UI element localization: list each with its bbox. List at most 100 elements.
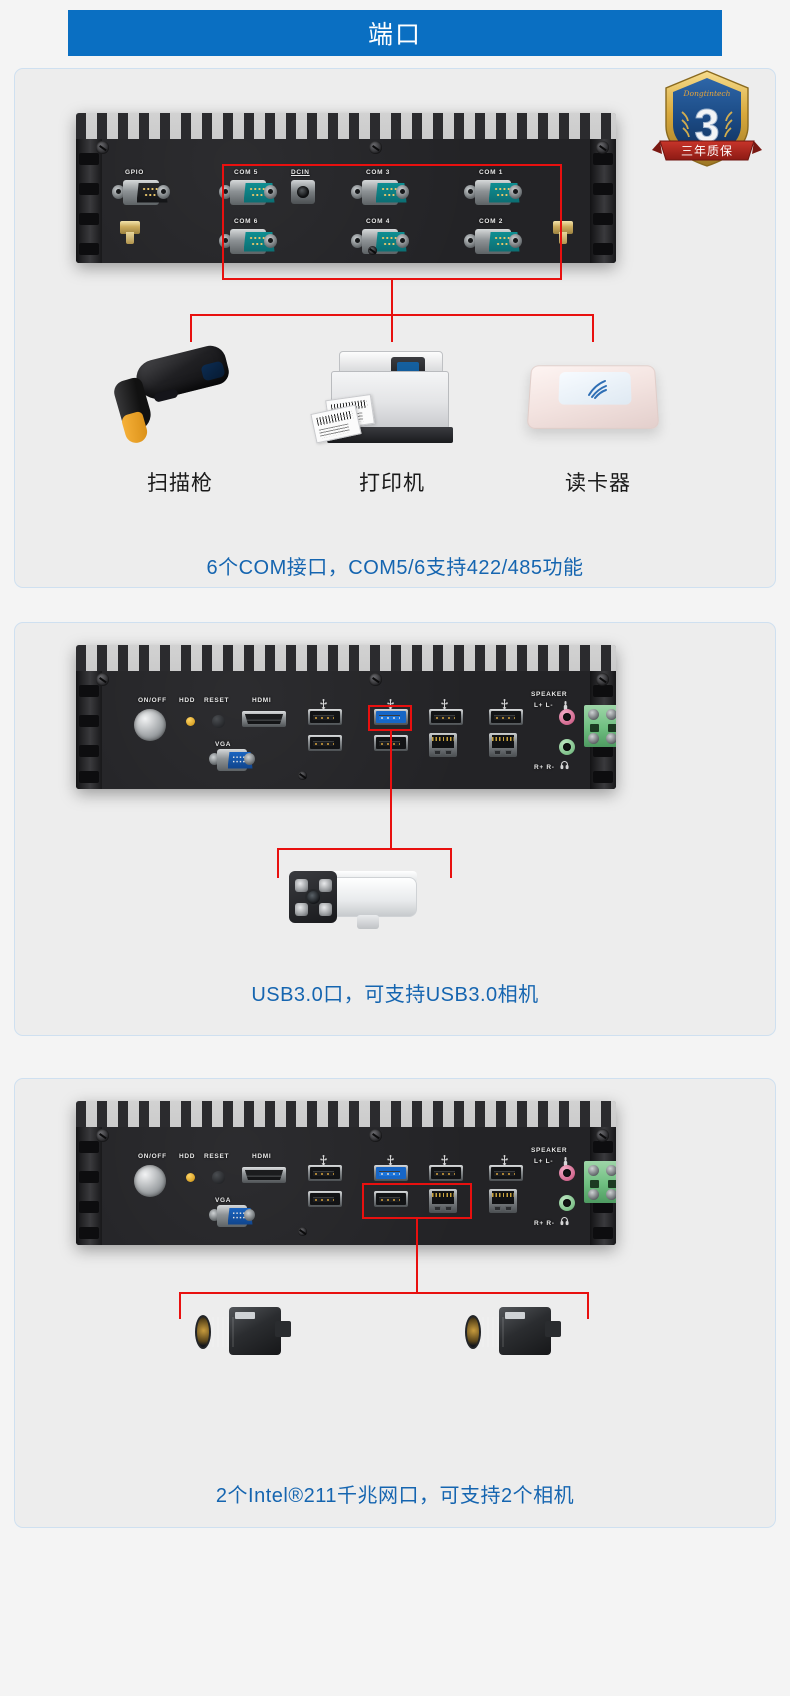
usb-icon bbox=[500, 1153, 509, 1166]
connector-line-from-lan bbox=[416, 1219, 418, 1294]
connector-line-vertical-center bbox=[391, 280, 393, 316]
com2-port bbox=[464, 229, 522, 254]
chassis-screw bbox=[369, 673, 382, 686]
chassis-screw bbox=[368, 246, 377, 255]
usb-icon bbox=[500, 697, 509, 710]
connector-line-to-scanner bbox=[190, 314, 192, 342]
com1-port bbox=[464, 180, 522, 205]
peripheral-ip-bullet-camera bbox=[285, 865, 435, 945]
power-button[interactable] bbox=[134, 1165, 166, 1197]
usb-icon bbox=[319, 697, 328, 710]
chassis-screw bbox=[298, 771, 307, 780]
connector-line-right-drop bbox=[450, 848, 452, 878]
port-label-speaker-left-polarity: L+ L- bbox=[534, 1158, 554, 1165]
device-front-io-panel: GPIO COM 5 DCIN COM 3 COM 1 COM 6 bbox=[76, 113, 616, 263]
port-label-speaker-right-polarity: R+ R- bbox=[534, 1220, 555, 1227]
peripheral-card-reader bbox=[523, 353, 673, 453]
panel-caption-lan: 2个Intel®211千兆网口，可支持2个相机 bbox=[215, 1485, 575, 1507]
hdmi-port bbox=[242, 711, 286, 727]
mic-jack bbox=[559, 709, 575, 725]
antenna-connector-left bbox=[120, 221, 140, 244]
port-label-speaker: SPEAKER bbox=[531, 1147, 568, 1154]
headphone-icon bbox=[560, 1214, 569, 1226]
chassis-right-rail bbox=[590, 139, 616, 263]
peripheral-box-camera-right bbox=[465, 1301, 575, 1381]
usb2-port-4 bbox=[489, 709, 523, 725]
mic-jack bbox=[559, 1165, 575, 1181]
port-label-speaker-right-polarity: R+ R- bbox=[534, 764, 555, 771]
port-label-speaker-left-polarity: L+ L- bbox=[534, 702, 554, 709]
panel-caption-usb3: USB3.0口，可支持USB3.0相机 bbox=[251, 984, 539, 1006]
usb3-port bbox=[374, 1165, 408, 1181]
headphone-icon bbox=[560, 758, 569, 770]
panel-caption-com: 6个COM接口，COM5/6支持422/485功能 bbox=[206, 557, 584, 579]
line-out-jack bbox=[559, 1195, 575, 1211]
badge-brand-text: Dongtintech bbox=[683, 89, 731, 98]
usb2-port-5 bbox=[308, 735, 342, 751]
peripheral-scanner bbox=[110, 342, 250, 457]
chassis-left-rail bbox=[76, 671, 102, 789]
chassis-screw bbox=[298, 1227, 307, 1236]
port-label-dcin: DCIN bbox=[291, 169, 310, 176]
audio-jack-icon bbox=[561, 699, 570, 712]
speaker-terminal-block bbox=[584, 705, 616, 747]
port-label-onoff: ON/OFF bbox=[138, 1153, 167, 1160]
chassis-screw bbox=[596, 673, 609, 686]
com6-port bbox=[219, 229, 277, 254]
usb2-port-1 bbox=[308, 709, 342, 725]
chassis-screw bbox=[369, 141, 382, 154]
port-label-com6: COM 6 bbox=[234, 218, 259, 225]
lan-port-1 bbox=[429, 733, 457, 757]
heatsink-fins bbox=[76, 113, 616, 139]
port-label-reset: RESET bbox=[204, 697, 230, 704]
vga-port bbox=[209, 749, 255, 771]
connector-line-from-usb3 bbox=[390, 731, 392, 850]
chassis-face bbox=[76, 671, 616, 789]
reset-button[interactable] bbox=[212, 715, 225, 728]
peripheral-box-camera-left bbox=[195, 1301, 305, 1381]
port-label-onoff: ON/OFF bbox=[138, 697, 167, 704]
port-label-hdd: HDD bbox=[179, 1153, 196, 1160]
chassis-screw bbox=[96, 1129, 109, 1142]
hdmi-port bbox=[242, 1167, 286, 1183]
badge-ribbon-text: 三年质保 bbox=[681, 144, 733, 158]
hdd-led bbox=[186, 1173, 195, 1182]
connector-line-horizontal bbox=[179, 1292, 589, 1294]
antenna-connector-right bbox=[553, 221, 573, 244]
port-label-com5: COM 5 bbox=[234, 169, 259, 176]
heatsink-fins bbox=[76, 1101, 616, 1127]
device-rear-io-panel: ON/OFF HDD RESET HDMI VGA SPEAKER L+ L- … bbox=[76, 1101, 616, 1245]
usb-icon bbox=[319, 1153, 328, 1166]
port-label-com3: COM 3 bbox=[366, 169, 391, 176]
hdd-led bbox=[186, 717, 195, 726]
usb2-port-3 bbox=[429, 1165, 463, 1181]
warranty-badge: Dongtintech 3 三年质保 bbox=[648, 66, 766, 176]
usb2-port-4 bbox=[489, 1165, 523, 1181]
speaker-terminal-block bbox=[584, 1161, 616, 1203]
power-button[interactable] bbox=[134, 709, 166, 741]
lan-port-2 bbox=[489, 733, 517, 757]
chassis-screw bbox=[96, 141, 109, 154]
vga-port bbox=[209, 1205, 255, 1227]
port-label-gpio: GPIO bbox=[125, 169, 145, 176]
com4-port bbox=[351, 229, 409, 254]
chassis-screw bbox=[596, 1129, 609, 1142]
port-label-hdmi: HDMI bbox=[252, 697, 272, 704]
port-label-vga: VGA bbox=[215, 1197, 232, 1204]
gpio-port bbox=[112, 180, 170, 205]
peripheral-label-scanner: 扫描枪 bbox=[147, 472, 213, 495]
page-header-banner: 端口 bbox=[68, 10, 722, 56]
lan-port-2 bbox=[489, 1189, 517, 1213]
chassis-screw bbox=[96, 673, 109, 686]
panel-usb3: ON/OFF HDD RESET HDMI VGA SPEAKER L+ L- … bbox=[14, 622, 776, 1036]
connector-line-left-drop bbox=[277, 848, 279, 878]
usb-icon bbox=[386, 1153, 395, 1166]
usb2-port-5 bbox=[308, 1191, 342, 1207]
connector-line-to-camera-right bbox=[587, 1292, 589, 1319]
rfid-wave-icon bbox=[581, 377, 615, 401]
usb-icon bbox=[440, 697, 449, 710]
peripheral-label-printer: 打印机 bbox=[359, 472, 425, 495]
connector-line-to-card-reader bbox=[592, 314, 594, 342]
connector-line-to-printer bbox=[391, 314, 393, 342]
reset-button[interactable] bbox=[212, 1171, 225, 1184]
